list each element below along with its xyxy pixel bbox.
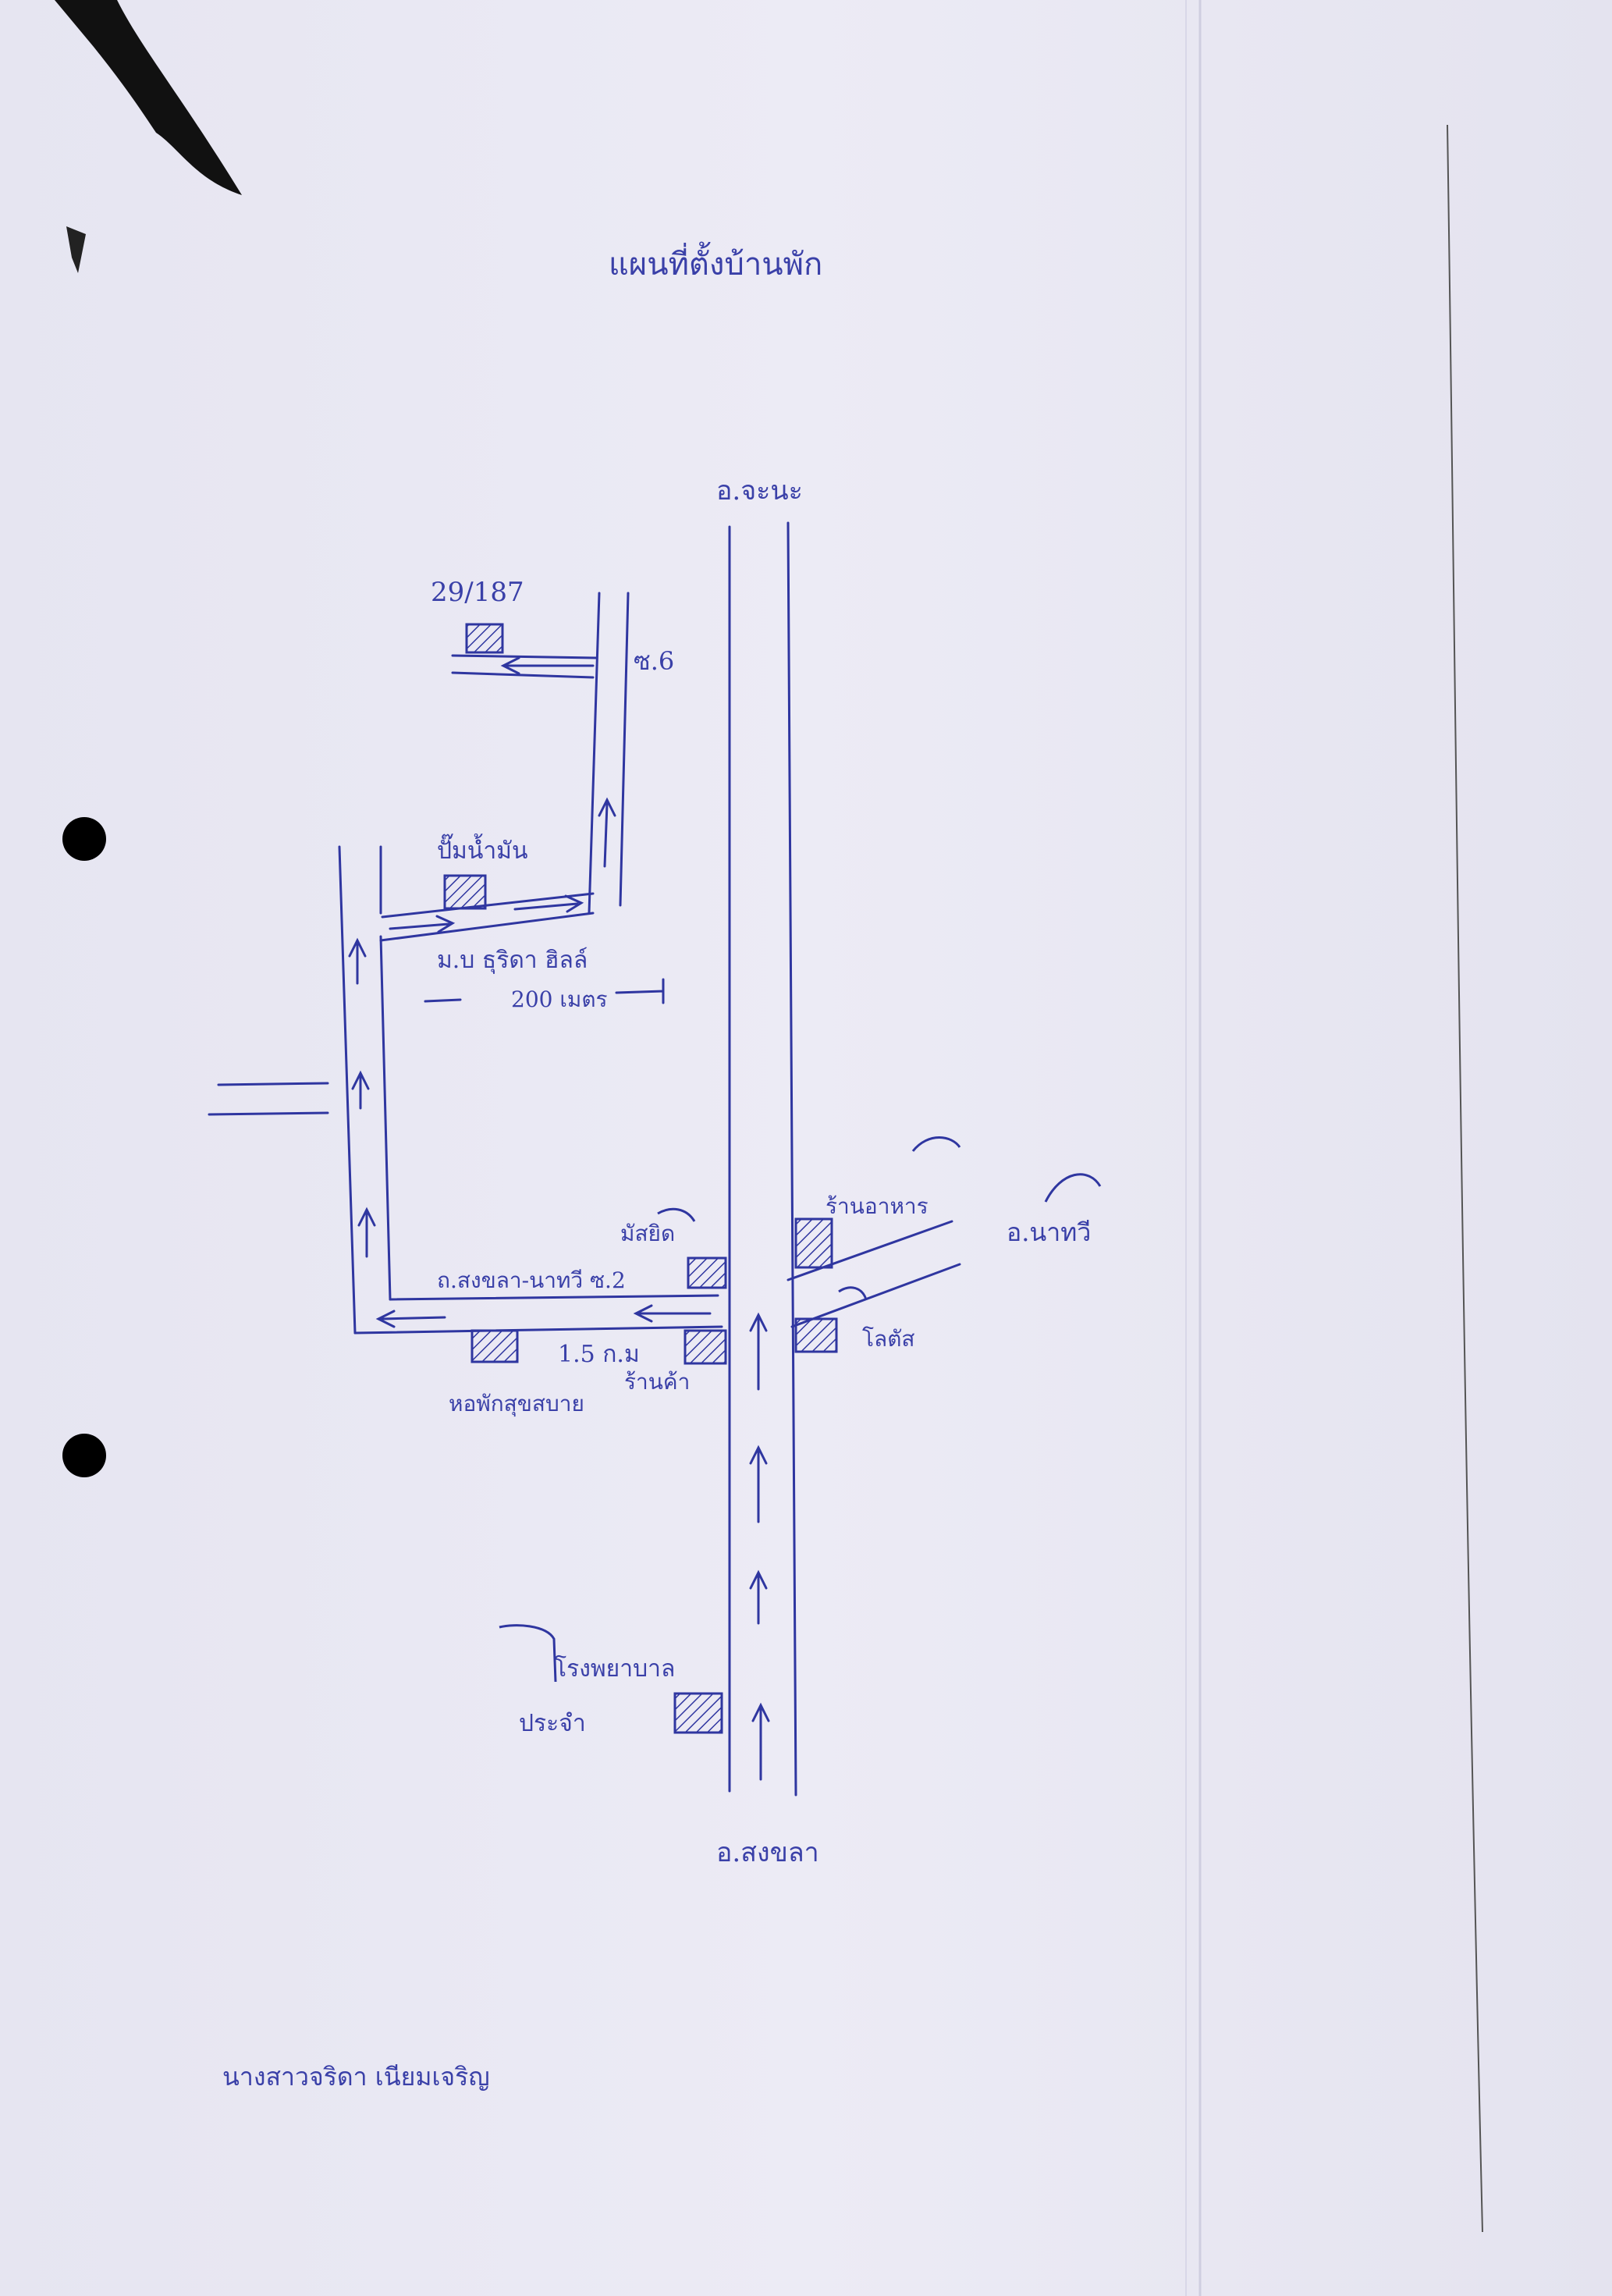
- label-gas-station: ปั๊มน้ำมัน: [437, 833, 527, 865]
- left-road-inner-edge: [379, 935, 392, 1301]
- soi6-street-bottom: [451, 671, 595, 679]
- label-soi-6: ซ.6: [634, 646, 674, 676]
- page-edge-line: [1447, 124, 1483, 2233]
- direction-arrows: [348, 656, 770, 1781]
- torn-corner-shadow: [55, 0, 242, 195]
- label-hospital-1: โรงพยาบาล: [554, 1654, 675, 1683]
- building-restaurant: [794, 1217, 833, 1269]
- label-distance-long: 1.5 ก.ม: [558, 1341, 640, 1368]
- label-road-south: อ.สงขลา: [716, 1837, 819, 1868]
- map-title: แผนที่ตั้งบ้านพัก: [609, 241, 822, 283]
- village-street-top: [381, 892, 595, 919]
- punch-hole-bottom: [62, 1434, 106, 1477]
- label-house-number: 29/187: [431, 577, 524, 608]
- building-lotus: [794, 1317, 838, 1353]
- label-hospital-2: ประจำ: [519, 1710, 586, 1737]
- pen-flourishes: [499, 1136, 1102, 1683]
- building-mosque: [443, 874, 487, 910]
- punch-hole-top: [62, 817, 106, 861]
- arrow-icon: [598, 797, 616, 868]
- arrow-icon: [749, 1312, 768, 1391]
- arrow-icon: [749, 1569, 768, 1625]
- building-shop-south: [684, 1329, 727, 1365]
- label-shop: ร้านค้า: [624, 1369, 690, 1395]
- soi6-right-edge: [619, 592, 630, 907]
- building-shop-north: [687, 1256, 727, 1289]
- building-house-29-187: [465, 623, 504, 654]
- arrow-icon: [500, 656, 595, 675]
- arrow-icon: [357, 1207, 376, 1258]
- west-branch-top: [217, 1082, 329, 1086]
- building-hospital: [673, 1692, 723, 1734]
- arrow-icon: [389, 915, 456, 933]
- west-branch-bottom: [208, 1111, 329, 1116]
- left-road-outer-edge: [338, 845, 357, 1335]
- arrow-icon: [513, 894, 584, 913]
- arrow-icon: [751, 1702, 770, 1781]
- label-lotus: โลตัส: [862, 1326, 914, 1352]
- arrow-icon: [749, 1445, 768, 1523]
- label-mosque: มัสยิด: [620, 1221, 675, 1246]
- label-restaurant: ร้านอาหาร: [826, 1193, 928, 1219]
- label-distance-short: 200 เมตร: [511, 986, 608, 1012]
- arrow-icon: [351, 1070, 370, 1110]
- label-dorm: หอพักสุขสบาย: [449, 1391, 584, 1417]
- arrow-icon: [633, 1304, 712, 1323]
- label-road-east: อ.นาทวี: [1007, 1217, 1091, 1247]
- label-side-road: ถ.สงขลา-นาทวี ซ.2: [437, 1267, 626, 1293]
- east-road-top-edge: [786, 1220, 953, 1281]
- arrow-icon: [375, 1310, 446, 1328]
- arrow-icon: [348, 937, 367, 985]
- scan-speck: [66, 226, 86, 273]
- scale-bar: [424, 978, 665, 1004]
- building-dorm: [470, 1329, 519, 1363]
- main-road-right-edge: [786, 521, 797, 1797]
- soi6-left-edge: [588, 592, 601, 915]
- signature: นางสาวจริดา เนียมเจริญ: [222, 2062, 490, 2092]
- label-road-north: อ.จะนะ: [716, 475, 803, 506]
- soi6-street-top: [451, 654, 598, 659]
- label-village: ม.บ ธุริดา ฮิลล์: [437, 947, 588, 975]
- east-road-bottom-edge: [790, 1263, 961, 1328]
- side-road-top-edge: [389, 1294, 719, 1301]
- side-road-bottom-edge: [353, 1325, 723, 1335]
- village-street-bottom: [379, 912, 595, 942]
